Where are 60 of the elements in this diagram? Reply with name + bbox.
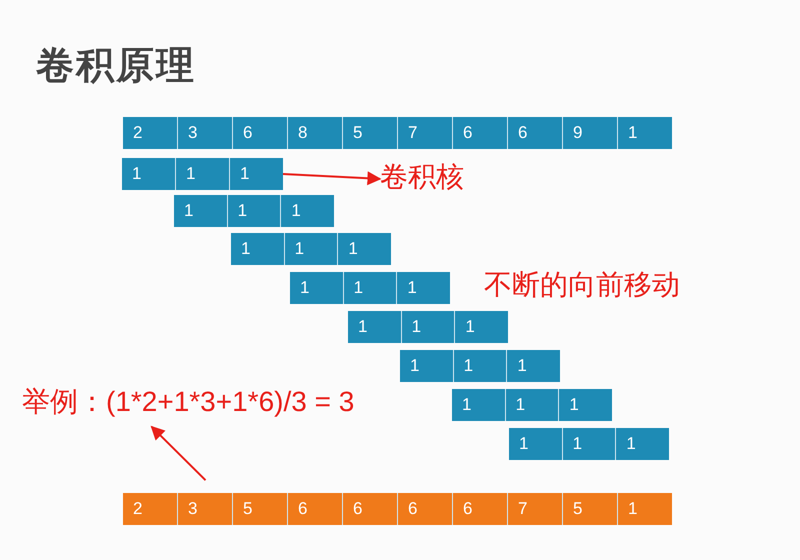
number-cell: 1: [231, 233, 285, 265]
number-cell: 1: [400, 350, 454, 382]
number-cell: 2: [123, 117, 178, 149]
number-cell: 6: [508, 117, 563, 149]
number-cell: 7: [398, 117, 453, 149]
number-cell: 1: [284, 233, 338, 265]
annotation-text: 举例：(1*2+1*3+1*6)/3 = 3: [22, 383, 354, 421]
number-cell: 1: [506, 389, 560, 421]
arrow: [282, 171, 382, 186]
number-cell: 1: [122, 158, 176, 190]
bar-row: [174, 195, 334, 227]
number-cell: 1: [455, 311, 508, 343]
number-cell: 1: [230, 158, 283, 190]
bar-row: [290, 272, 450, 304]
bar-row: [509, 428, 669, 460]
number-cell: 8: [288, 117, 343, 149]
number-cell: 1: [452, 389, 506, 421]
bar-row: [123, 117, 672, 149]
number-cell: 1: [174, 195, 228, 227]
number-cell: 6: [398, 493, 453, 525]
number-cell: 1: [397, 272, 450, 304]
number-cell: 1: [509, 428, 563, 460]
number-cell: 5: [233, 493, 288, 525]
bar-row: [452, 389, 612, 421]
number-cell: 9: [563, 117, 618, 149]
number-cell: 1: [454, 350, 508, 382]
number-cell: 6: [343, 493, 398, 525]
number-cell: 1: [290, 272, 344, 304]
number-cell: 5: [343, 117, 398, 149]
number-cell: 6: [453, 117, 508, 149]
number-cell: 7: [508, 493, 563, 525]
arrow: [150, 426, 206, 481]
number-cell: 2: [123, 493, 178, 525]
bar-row: [123, 493, 672, 525]
number-cell: 1: [348, 311, 402, 343]
number-cell: 3: [178, 117, 233, 149]
bar-row: [400, 350, 560, 382]
number-cell: 6: [288, 493, 343, 525]
bar-row: [122, 158, 283, 190]
number-cell: 1: [507, 350, 560, 382]
number-cell: 1: [176, 158, 230, 190]
number-cell: 1: [402, 311, 456, 343]
number-cell: 1: [562, 428, 616, 460]
annotation-text: 不断的向前移动: [484, 268, 680, 302]
number-cell: 1: [281, 195, 334, 227]
number-cell: 1: [618, 493, 672, 525]
slide-title: 卷积原理: [36, 44, 196, 89]
number-cell: 3: [178, 493, 233, 525]
number-cell: 1: [559, 389, 612, 421]
number-cell: 6: [453, 493, 508, 525]
bar-row: [348, 311, 508, 343]
number-cell: 1: [618, 117, 672, 149]
number-cell: 6: [233, 117, 288, 149]
annotation-text: 卷积核: [380, 158, 464, 196]
bar-row: [231, 233, 391, 265]
number-cell: 1: [344, 272, 398, 304]
number-cell: 1: [338, 233, 392, 265]
number-cell: 5: [563, 493, 618, 525]
number-cell: 1: [616, 428, 670, 460]
number-cell: 1: [228, 195, 282, 227]
